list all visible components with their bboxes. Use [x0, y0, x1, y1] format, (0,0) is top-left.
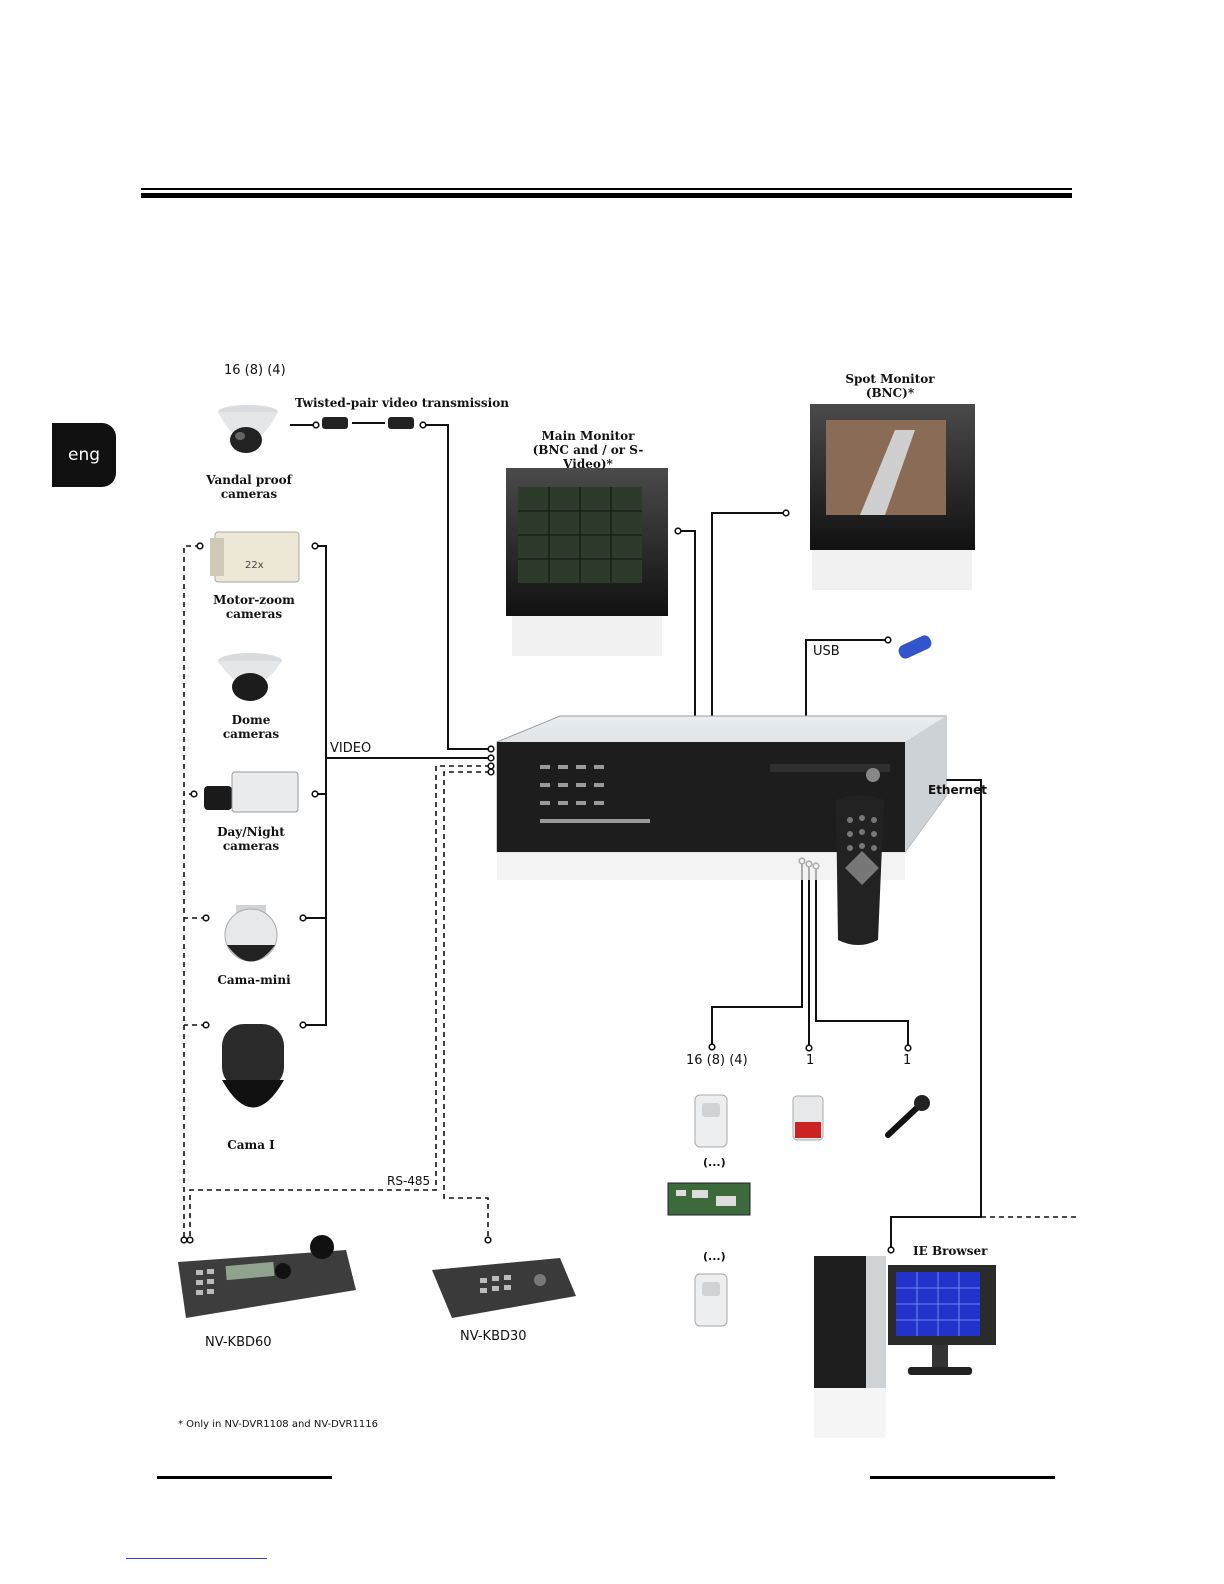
pc-monitor-icon [888, 1265, 996, 1375]
siren-count-label: 1 [806, 1053, 815, 1068]
video-label: VIDEO [330, 741, 372, 756]
mic-count-label: 1 [903, 1053, 912, 1068]
spot-monitor-icon [810, 404, 975, 590]
kbd60-keyboard-icon [178, 1235, 356, 1318]
dome-label: Dome cameras [222, 713, 280, 741]
main-monitor-label: Main Monitor (BNC and / or S-Video)* [532, 429, 644, 471]
ie-browser-label: IE Browser [913, 1244, 988, 1258]
footer-rule-left [157, 1476, 332, 1479]
footnote: * Only in NV-DVR1108 and NV-DVR1116 [178, 1419, 378, 1430]
motion-sensor-icon [694, 1094, 728, 1148]
usb-label: USB [813, 644, 840, 659]
kbd30-keyboard-icon [432, 1258, 576, 1318]
header-rule-thin [141, 188, 1072, 190]
kbd30-label: NV-KBD30 [460, 1329, 527, 1344]
spot-monitor-label: Spot Monitor (BNC)* [845, 372, 935, 400]
pc-tower-icon [814, 1256, 886, 1438]
day-night-camera-icon [204, 771, 299, 813]
cama-mini-label: Cama-mini [217, 973, 291, 987]
language-tab[interactable]: eng [52, 423, 116, 487]
sensor-count-label: 16 (8) (4) [686, 1053, 748, 1068]
cama-i-camera-icon [222, 1024, 284, 1108]
video-wiring [290, 422, 982, 1250]
header-rule-thick [141, 193, 1072, 198]
footer-rule-right [870, 1476, 1055, 1479]
motor-zoom-camera-icon: 22x [210, 531, 300, 583]
vandal-proof-label: Vandal proof cameras [206, 473, 292, 501]
camera-count-label: 16 (8) (4) [224, 363, 286, 378]
rs485-wiring [183, 545, 1076, 1238]
alarm-expansion-board-icon [667, 1182, 751, 1216]
usb-stick-icon [898, 635, 932, 659]
ethernet-label: Ethernet [928, 783, 987, 797]
rs485-label: RS-485 [387, 1174, 431, 1188]
cama-i-label: Cama I [227, 1138, 275, 1152]
microphone-icon [885, 1095, 930, 1138]
kbd60-label: NV-KBD60 [205, 1335, 272, 1350]
ellipsis-label-1: (...) [703, 1156, 726, 1169]
motor-zoom-label: Motor-zoom cameras [213, 593, 295, 621]
motion-sensor-2-icon [694, 1273, 728, 1327]
remote-control-icon [836, 795, 884, 945]
siren-icon [792, 1095, 824, 1141]
vandal-proof-camera-icon [218, 405, 278, 453]
dome-camera-icon [218, 653, 282, 701]
day-night-label: Day/Night cameras [217, 825, 285, 853]
footer-link-underline [126, 1558, 267, 1559]
ellipsis-label-2: (...) [703, 1250, 726, 1263]
cama-mini-camera-icon [224, 905, 278, 962]
twisted-pair-transmitter-icon [322, 417, 414, 429]
svg-text:22x: 22x [245, 560, 264, 571]
dvr-recorder-icon [496, 715, 947, 880]
main-monitor-icon [506, 468, 668, 656]
twisted-pair-label: Twisted-pair video transmission [295, 396, 509, 410]
